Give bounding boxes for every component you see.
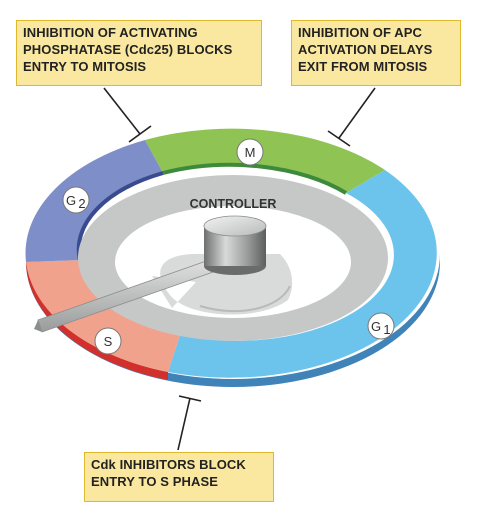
phase-label-s: S [104, 334, 113, 349]
phase-sector-g2 [25, 140, 163, 262]
phase-label-g2-subscript: 2 [78, 196, 85, 211]
callout-line: INHIBITION OF APC [298, 25, 422, 40]
callout-line: Cdk INHIBITORS BLOCK [91, 457, 246, 472]
m-inner-edge [162, 162, 348, 195]
callout-line: INHIBITION OF ACTIVATING [23, 25, 198, 40]
callout-apc-inhibition: INHIBITION OF APC ACTIVATION DELAYS EXIT… [291, 20, 461, 86]
callout-cdk-inhibitors: Cdk INHIBITORS BLOCK ENTRY TO S PHASE [84, 452, 274, 502]
controller-label: CONTROLLER [190, 197, 277, 211]
phase-label-g1: G [371, 319, 381, 334]
phase-badge-s: S [94, 327, 122, 355]
phase-sector-s [26, 260, 180, 372]
callout-line: ENTRY TO MITOSIS [23, 59, 147, 74]
callout-cdc25-inhibition: INHIBITION OF ACTIVATING PHOSPHATASE (Cd… [16, 20, 262, 86]
rotation-arrow-edge [199, 285, 291, 313]
inhibition-connector-g2-m [103, 87, 152, 143]
controller-hub [203, 215, 267, 275]
callout-line: ACTIVATION DELAYS [298, 42, 433, 57]
phase-sector-m [145, 128, 385, 193]
g2-inner-edge [76, 171, 164, 261]
callout-line: ENTRY TO S PHASE [91, 474, 219, 489]
phase-badge-g1: G 1 [367, 312, 395, 340]
inhibition-connector-g1-s [177, 395, 202, 451]
phase-label-g2: G [66, 193, 76, 208]
callout-line: PHOSPHATASE (Cdc25) BLOCKS [23, 42, 233, 57]
phase-label-g1-subscript: 1 [383, 322, 390, 337]
inhibition-connector-m-exit [327, 87, 376, 147]
callout-line: EXIT FROM MITOSIS [298, 59, 428, 74]
phase-badge-m: M [236, 138, 264, 166]
phase-label-m: M [245, 145, 256, 160]
phase-badge-g2: G 2 [62, 186, 90, 214]
